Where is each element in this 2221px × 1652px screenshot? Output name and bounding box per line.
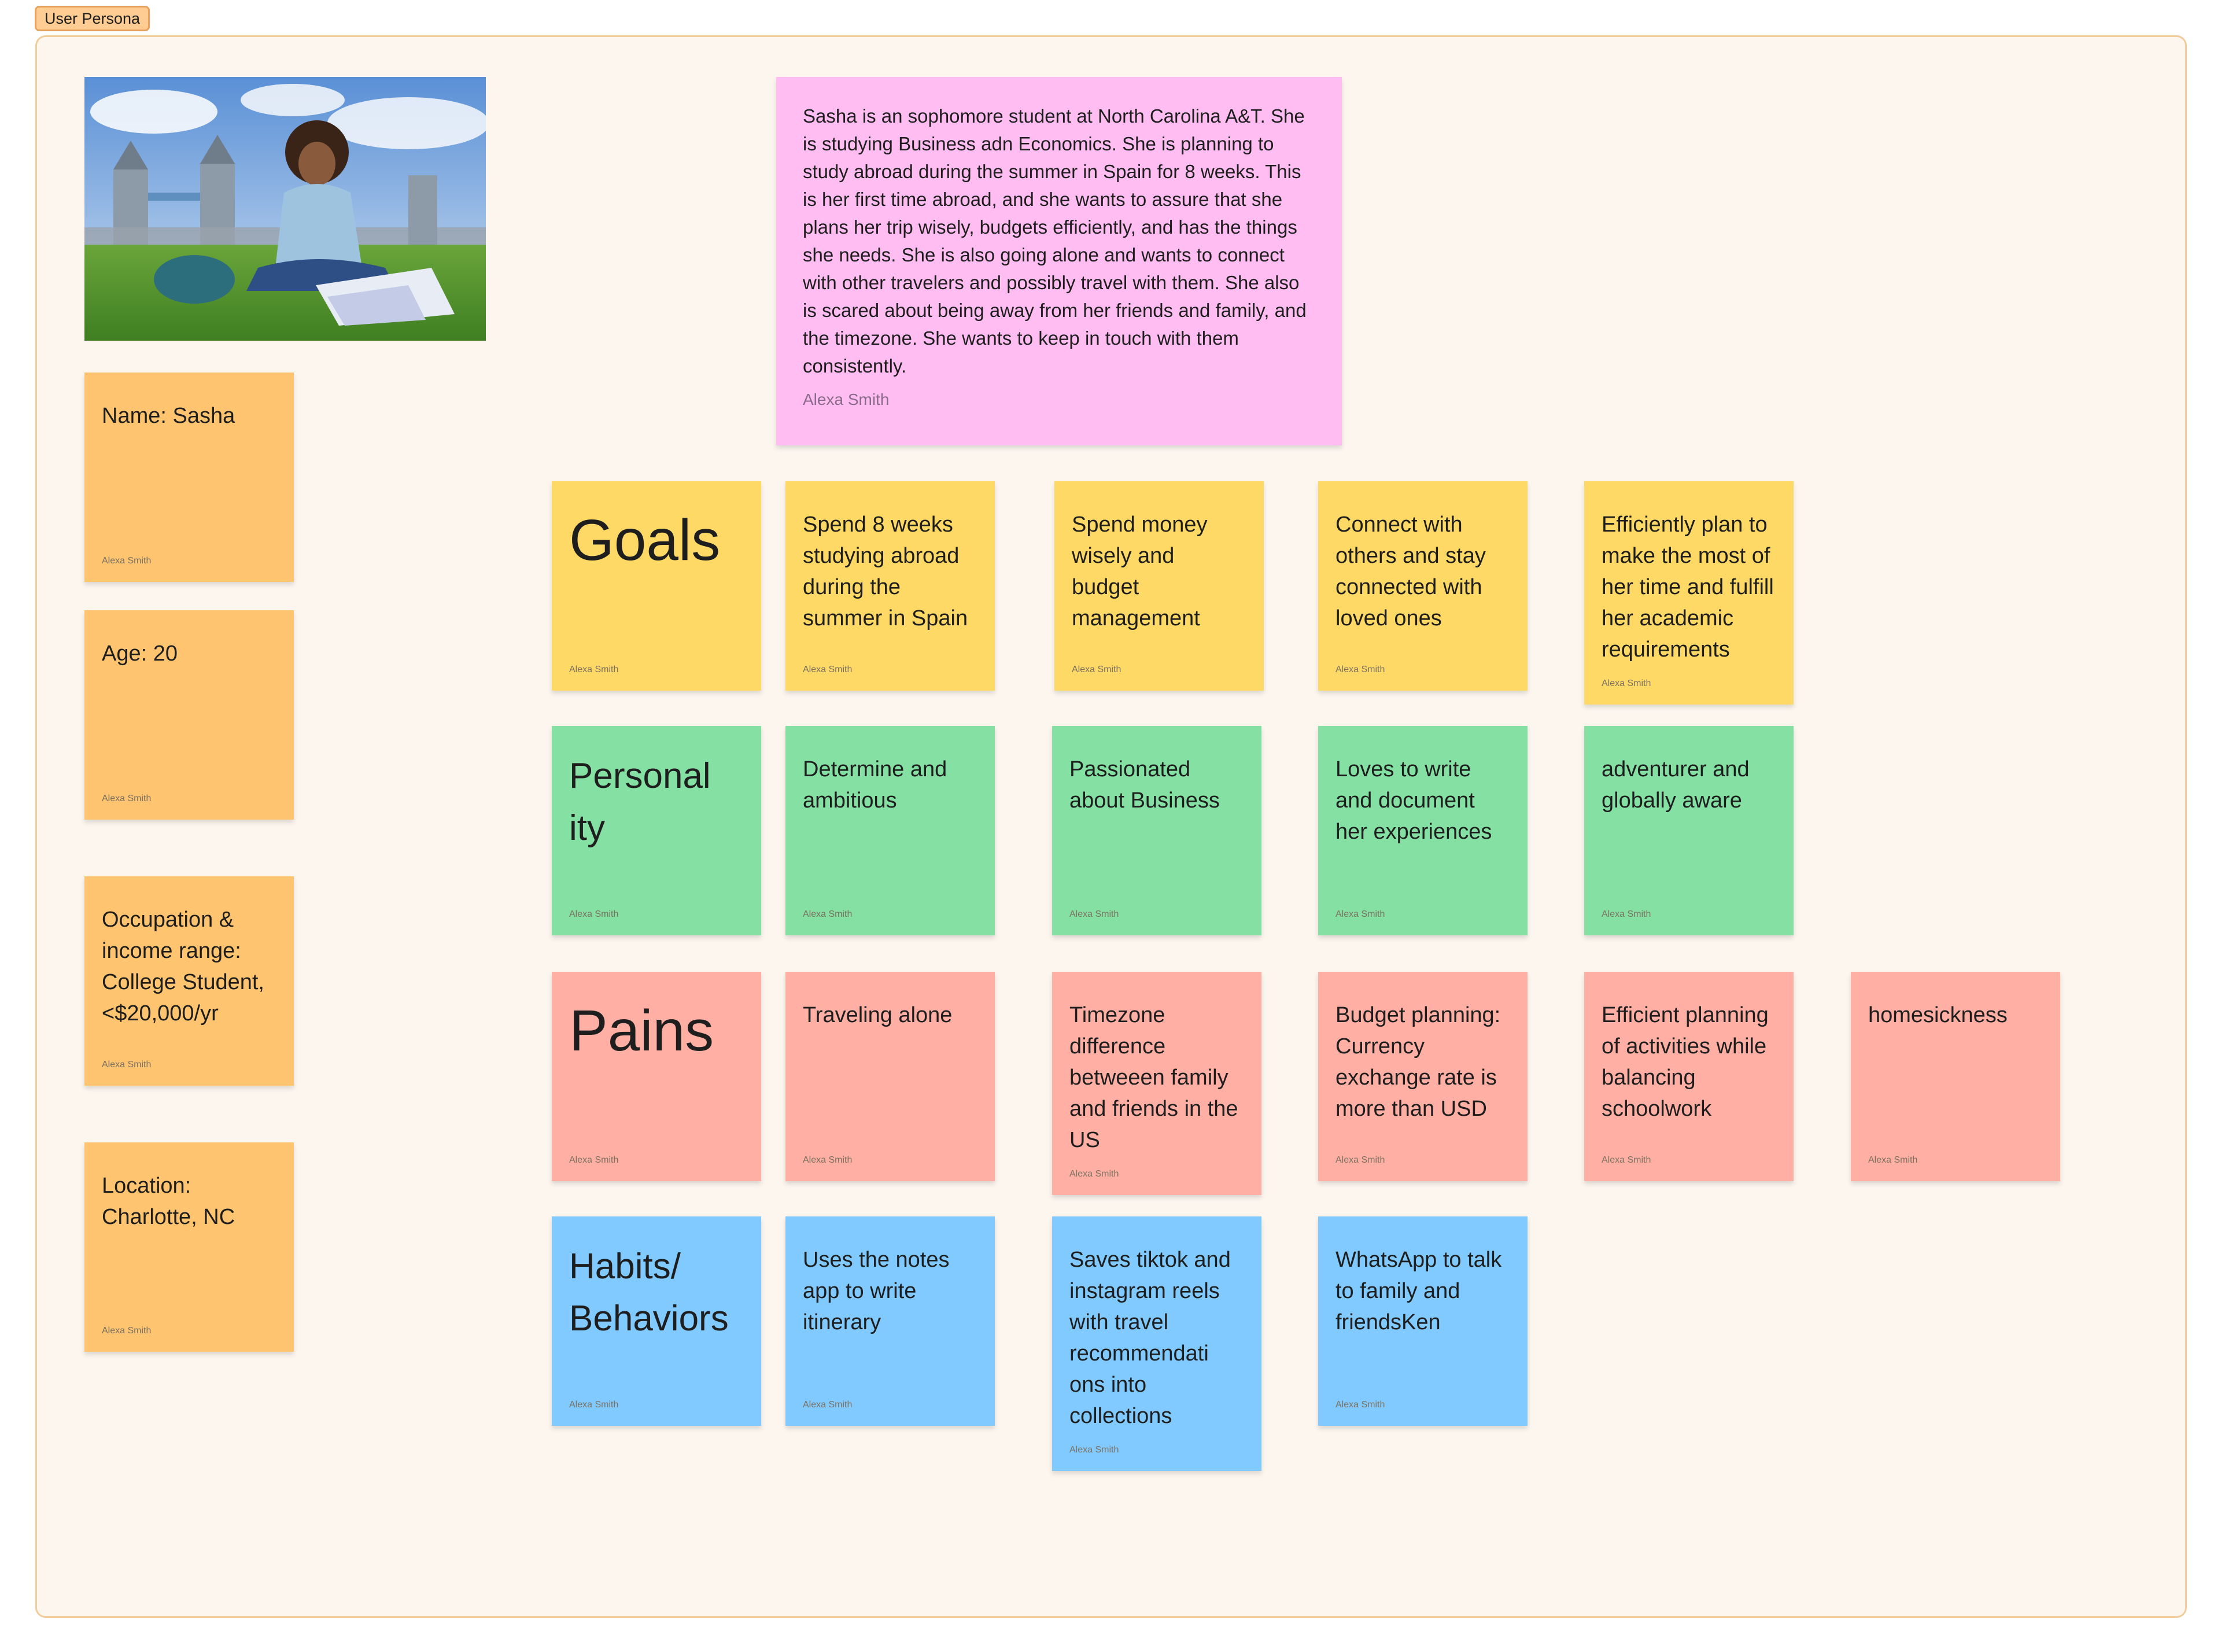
sticky-author: Alexa Smith [1868,1155,1918,1165]
sticky-title: Pains [569,998,714,1063]
sticky-author: Alexa Smith [1335,1400,1385,1410]
sticky-author: Alexa Smith [1602,679,1651,688]
sticky-text: Connect with others and stay connected w… [1335,512,1486,630]
sticky-author: Alexa Smith [569,1400,619,1410]
sticky-text: Determine and ambitious [803,757,947,813]
sticky-personality-2[interactable]: Passionated about Business Alexa Smith [1052,726,1261,935]
sticky-author: Alexa Smith [569,1155,619,1165]
sticky-pain-4[interactable]: Efficient planning of activities while b… [1584,972,1794,1181]
sticky-pain-1[interactable]: Traveling alone Alexa Smith [785,972,995,1181]
sticky-text: Name: Sasha [102,404,235,428]
sticky-author: Alexa Smith [1069,1445,1119,1455]
sticky-pain-2[interactable]: Timezone difference betweeen family and … [1052,972,1261,1195]
sticky-pain-3[interactable]: Budget planning: Currency exchange rate … [1318,972,1528,1181]
sticky-author: Alexa Smith [803,665,853,674]
sticky-author: Alexa Smith [102,556,152,566]
sticky-author: Alexa Smith [803,909,853,919]
sticky-author: Alexa Smith [1602,909,1651,919]
sticky-text: Occupation & income range: College Stude… [102,908,264,1026]
bio-sticky[interactable]: Sasha is an sophomore student at North C… [776,77,1342,445]
sticky-personality-4[interactable]: adventurer and globally aware Alexa Smit… [1584,726,1794,935]
sticky-location[interactable]: Location: Charlotte, NC Alexa Smith [84,1142,294,1352]
sticky-pain-5[interactable]: homesickness Alexa Smith [1851,972,2060,1181]
sticky-text: Location: Charlotte, NC [102,1174,235,1229]
sticky-title: Goals [569,508,721,573]
sticky-pains-title[interactable]: Pains Alexa Smith [552,972,761,1181]
sticky-author: Alexa Smith [102,1326,152,1336]
sticky-personality-title[interactable]: Personal ity Alexa Smith [552,726,761,935]
sticky-author: Alexa Smith [102,1060,152,1070]
sticky-text: Budget planning: Currency exchange rate … [1335,1003,1501,1121]
sticky-author: Alexa Smith [569,909,619,919]
sticky-text: Age: 20 [102,641,178,666]
sticky-author: Alexa Smith [803,1400,853,1410]
sticky-title: Habits/ Behaviors [569,1247,729,1338]
sticky-text: Traveling alone [803,1003,953,1027]
persona-photo[interactable] [84,77,486,341]
sticky-goal-1[interactable]: Spend 8 weeks studying abroad during the… [785,481,995,691]
sticky-author: Alexa Smith [1335,909,1385,919]
sticky-text: Uses the notes app to write itinerary [803,1248,950,1334]
sticky-author: Alexa Smith [102,794,152,803]
sticky-text: WhatsApp to talk to family and friendsKe… [1335,1248,1502,1334]
sticky-goal-2[interactable]: Spend money wisely and budget management… [1054,481,1264,691]
sticky-age[interactable]: Age: 20 Alexa Smith [84,610,294,820]
sticky-personality-3[interactable]: Loves to write and document her experien… [1318,726,1528,935]
sticky-text: Passionated about Business [1069,757,1220,813]
sticky-habit-1[interactable]: Uses the notes app to write itinerary Al… [785,1216,995,1426]
frame-label[interactable]: User Persona [35,6,150,31]
sticky-occupation[interactable]: Occupation & income range: College Stude… [84,876,294,1086]
sticky-personality-1[interactable]: Determine and ambitious Alexa Smith [785,726,995,935]
sticky-text: Loves to write and document her experien… [1335,757,1492,844]
sticky-text: Efficiently plan to make the most of her… [1602,512,1774,662]
sticky-author: Alexa Smith [1069,909,1119,919]
sticky-text: homesickness [1868,1003,2008,1027]
sticky-author: Alexa Smith [803,1155,853,1165]
sticky-habit-2[interactable]: Saves tiktok and instagram reels with tr… [1052,1216,1261,1471]
sticky-author: Alexa Smith [1069,1169,1119,1179]
sticky-text: Efficient planning of activities while b… [1602,1003,1769,1121]
sticky-text: Spend money wisely and budget management [1072,512,1208,630]
sticky-author: Alexa Smith [1335,1155,1385,1165]
sticky-habits-title[interactable]: Habits/ Behaviors Alexa Smith [552,1216,761,1426]
sticky-text: Saves tiktok and instagram reels with tr… [1069,1248,1231,1428]
sticky-author: Alexa Smith [1072,665,1121,674]
persona-photo-image [84,77,486,341]
sticky-text: Timezone difference betweeen family and … [1069,1003,1238,1152]
bio-text: Sasha is an sophomore student at North C… [803,105,1307,377]
sticky-author: Alexa Smith [1602,1155,1651,1165]
sticky-goals-title[interactable]: Goals Alexa Smith [552,481,761,691]
sticky-title: Personal ity [569,756,711,848]
sticky-habit-3[interactable]: WhatsApp to talk to family and friendsKe… [1318,1216,1528,1426]
sticky-goal-3[interactable]: Connect with others and stay connected w… [1318,481,1528,691]
bio-author: Alexa Smith [803,390,890,408]
sticky-author: Alexa Smith [1335,665,1385,674]
sticky-text: Spend 8 weeks studying abroad during the… [803,512,968,630]
sticky-name[interactable]: Name: Sasha Alexa Smith [84,373,294,582]
sticky-goal-4[interactable]: Efficiently plan to make the most of her… [1584,481,1794,705]
sticky-text: adventurer and globally aware [1602,757,1750,813]
sticky-author: Alexa Smith [569,665,619,674]
